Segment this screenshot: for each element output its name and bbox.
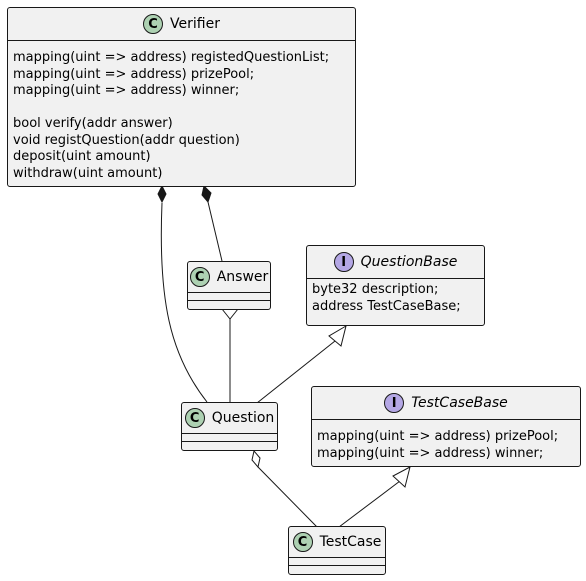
class-badge-icon: C: [292, 532, 313, 552]
class-answer-fields: [188, 293, 270, 301]
inheritance-arrow-testcasebase: [392, 466, 411, 488]
aggregation-question-testcase: [257, 466, 318, 528]
class-badge-icon: C: [184, 408, 205, 428]
interface-testcasebase-fields: mapping(uint => address) prizePool; mapp…: [312, 420, 580, 465]
class-verifier-header: C Verifier: [8, 8, 355, 41]
blank-line: [13, 100, 350, 117]
class-question-methods: [182, 442, 277, 449]
class-testcase-header: C TestCase: [289, 527, 385, 558]
class-answer: C Answer: [187, 261, 271, 310]
field: mapping(uint => address) prizePool;: [317, 429, 559, 444]
composition-diamond-answer: [201, 185, 212, 203]
class-question-header: C Question: [182, 403, 277, 434]
interface-questionbase-title: QuestionBase: [360, 254, 458, 270]
field: mapping(uint => address) prizePool;: [13, 66, 255, 82]
interface-testcasebase-header: I TestCaseBase: [312, 387, 580, 420]
field: mapping(uint => address) winner;: [13, 83, 240, 98]
interface-testcasebase-title: TestCaseBase: [411, 395, 508, 411]
interface-questionbase: I QuestionBase byte32 description; addre…: [306, 245, 485, 326]
composition-diamond-question: [157, 184, 167, 204]
field: mapping(uint => address) winner;: [317, 445, 544, 461]
class-testcase-methods: [289, 566, 385, 573]
method: withdraw(uint amount): [13, 165, 163, 181]
interface-testcasebase: I TestCaseBase mapping(uint => address) …: [311, 386, 581, 467]
interface-questionbase-header: I QuestionBase: [307, 246, 484, 279]
class-testcase: C TestCase: [288, 526, 386, 575]
composition-verifier-question: [160, 202, 208, 403]
method: deposit(uint amount): [13, 149, 151, 164]
field: mapping(uint => address) registedQuestio…: [13, 50, 330, 65]
class-verifier-fields: mapping(uint => address) registedQuestio…: [8, 41, 355, 185]
interface-badge-icon: I: [384, 393, 405, 413]
crowfoot-answer: [221, 308, 239, 320]
class-verifier: C Verifier mapping(uint => address) regi…: [7, 7, 356, 187]
class-answer-title: Answer: [216, 269, 269, 285]
class-answer-methods: [188, 301, 270, 308]
class-verifier-title: Verifier: [170, 16, 220, 32]
class-question-title: Question: [211, 410, 275, 426]
generalization-testcasebase-testcase: [338, 480, 401, 528]
interface-badge-icon: I: [333, 252, 354, 272]
field: byte32 description;: [312, 282, 439, 297]
class-badge-icon: C: [143, 14, 164, 34]
generalization-questionbase-question: [256, 340, 336, 404]
class-testcase-fields: [289, 558, 385, 566]
class-badge-icon: C: [189, 267, 210, 287]
class-question-fields: [182, 434, 277, 442]
class-testcase-title: TestCase: [319, 534, 382, 550]
class-question: C Question: [181, 402, 278, 451]
inheritance-arrow-questionbase: [328, 324, 347, 347]
method: bool verify(addr answer): [13, 116, 173, 131]
method: void registQuestion(addr question): [13, 132, 240, 148]
aggregation-diamond-question: [251, 449, 261, 469]
interface-questionbase-fields: byte32 description; address TestCaseBase…: [307, 279, 484, 318]
field: address TestCaseBase;: [312, 298, 461, 314]
composition-verifier-answer: [207, 201, 223, 262]
class-answer-header: C Answer: [188, 262, 270, 293]
